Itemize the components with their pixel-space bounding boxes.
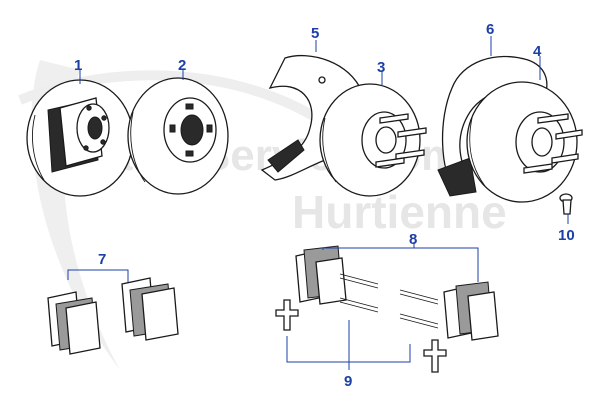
disc-3-stud-b	[397, 127, 427, 138]
callout-8: 8	[409, 231, 417, 248]
callout-leaders	[67, 36, 569, 370]
part-7-brake-pads	[47, 277, 179, 355]
pin-8-d	[399, 313, 439, 329]
disc-2-slot-c	[185, 150, 194, 157]
callout-2: 2	[178, 57, 186, 74]
shield-6-wedge	[437, 157, 477, 197]
disc-3-rim	[322, 117, 337, 183]
watermark-line2: Hurtienne	[292, 186, 507, 238]
disc-1-stud-hole-d	[83, 145, 89, 151]
disc-2-center-hole	[180, 114, 204, 146]
leader-7	[67, 269, 129, 282]
disc-1-center-hole	[87, 116, 103, 140]
disc-4-stud-a	[537, 113, 569, 124]
callout-6: 6	[486, 21, 494, 38]
part-6-dust-shield	[437, 55, 548, 197]
disc-4-stud-d	[523, 163, 553, 174]
callout-1: 1	[74, 57, 82, 74]
callout-5: 5	[311, 25, 319, 42]
part-8-brake-pads	[295, 245, 499, 341]
disc-2-rim	[130, 111, 146, 183]
leader-8	[322, 247, 479, 282]
pin-8-a	[339, 273, 379, 289]
disc-4-center	[531, 127, 553, 157]
callout-labels: 1 2 3 4 5 6 7 8 9 10	[74, 21, 575, 390]
disc-2-slot-d	[169, 124, 176, 133]
clip-9-left	[275, 299, 299, 331]
callout-4: 4	[533, 43, 542, 60]
part-4-brake-disc-hub	[466, 81, 583, 203]
shield-5-bolt-a	[318, 76, 326, 84]
disc-4-stud-c	[551, 153, 579, 164]
pin-8-c	[339, 297, 379, 313]
disc-1-stud-hole-a	[86, 105, 92, 111]
pin-8-b	[399, 289, 439, 305]
part-3-brake-disc-with-studs	[319, 83, 427, 197]
callout-7: 7	[98, 251, 106, 268]
part-1-brake-disc-solid	[26, 79, 134, 197]
disc-4-rim	[469, 117, 486, 187]
disc-3-stud-a	[379, 113, 409, 124]
shield-5-slot	[267, 139, 305, 173]
part-9-anti-rattle-clips	[275, 299, 447, 373]
screw-10-shank	[562, 199, 572, 215]
disc-3-stud-c	[395, 149, 425, 160]
callout-3: 3	[377, 59, 385, 76]
pad-8-right-front	[467, 291, 499, 341]
disc-1-stud-hole-c	[100, 139, 106, 145]
pad-7-d-back	[141, 287, 179, 341]
disc-1-stud-hole-b	[101, 115, 107, 121]
callout-9: 9	[344, 373, 352, 390]
disc-2-slot-a	[185, 103, 194, 110]
disc-2-slot-b	[206, 124, 213, 133]
pad-8-left-front	[315, 257, 347, 305]
clip-9-right	[423, 339, 447, 373]
disc-1-rim	[31, 114, 45, 181]
disc-3-center	[375, 126, 397, 154]
part-2-brake-disc	[127, 77, 229, 195]
part-10-screw	[559, 193, 573, 215]
callout-10: 10	[558, 227, 575, 244]
disc-3-stud-d	[375, 157, 405, 168]
pad-7-b-back	[65, 301, 101, 355]
disc-4-stud-b	[555, 129, 583, 140]
